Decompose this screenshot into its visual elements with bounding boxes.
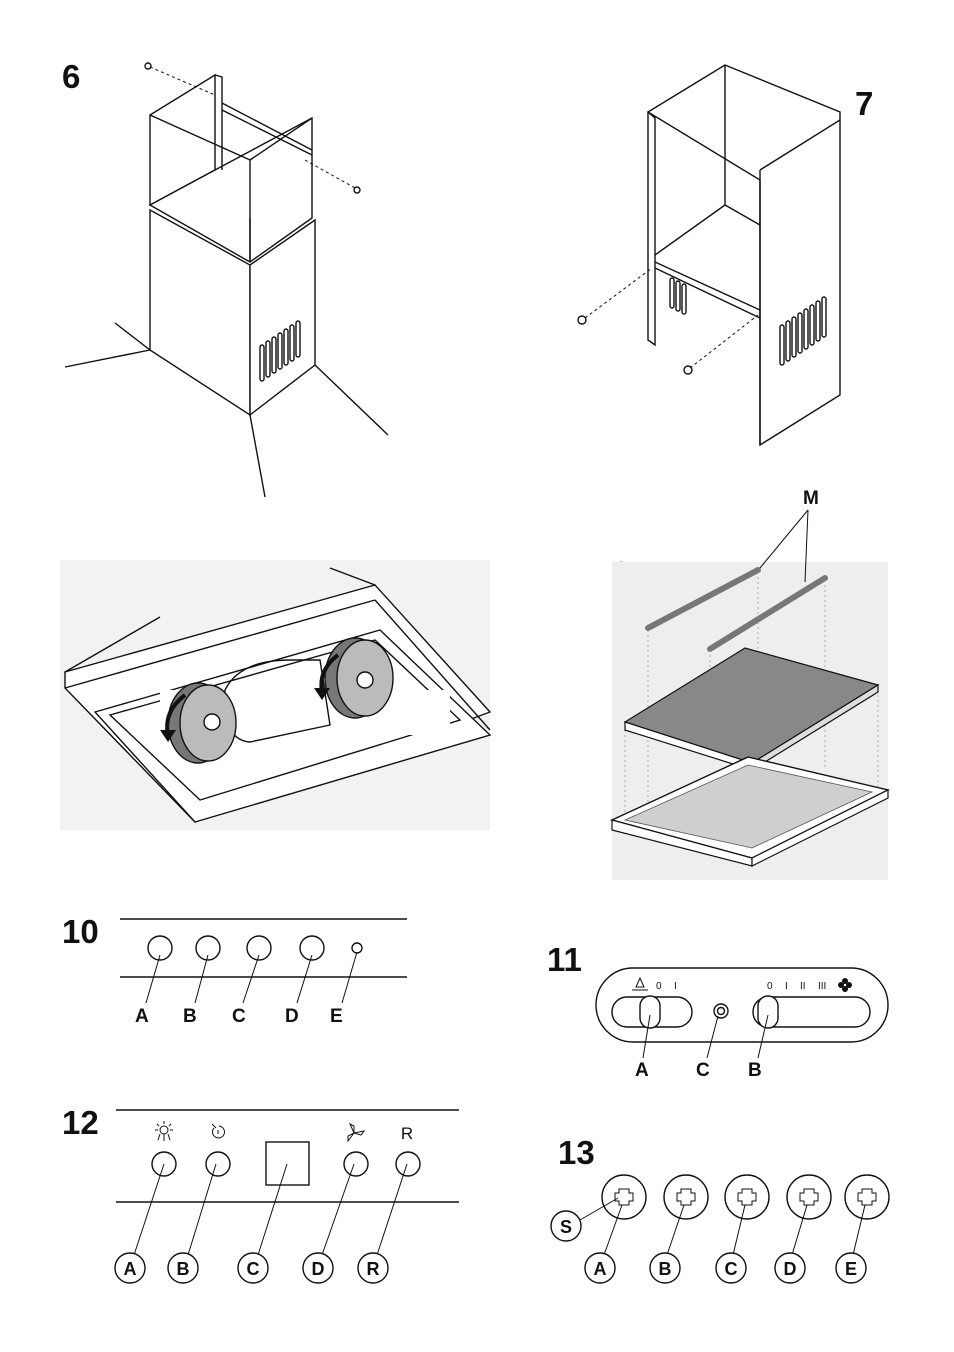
chimney-bracket	[577, 64, 841, 447]
screws	[144, 62, 361, 194]
label-D: D	[285, 1006, 299, 1027]
light-icon	[155, 1121, 173, 1141]
figure-7: 7	[577, 64, 873, 447]
fan-button-D[interactable]	[343, 1151, 369, 1177]
button-A[interactable]	[147, 935, 173, 961]
lamp-icon	[632, 976, 648, 991]
figure-9: 9 M	[609, 488, 891, 880]
light-scale-I: I	[674, 981, 677, 992]
label-C: C	[247, 1259, 260, 1279]
fan-icon	[347, 1122, 366, 1143]
clip-M-left	[645, 567, 761, 631]
light-scale-0: 0	[656, 981, 662, 992]
figure-10: 10 A B C D E	[62, 913, 407, 1027]
light-button-A[interactable]	[151, 1151, 177, 1177]
speed-scale-II: II	[800, 981, 806, 992]
control-panel	[595, 967, 889, 1043]
figure-13: 13 S A B	[550, 1134, 890, 1284]
speed-scale-I: I	[785, 981, 788, 992]
light-slider-A[interactable]	[639, 995, 661, 1029]
figure-6: 6	[62, 58, 389, 498]
lower-chimney	[64, 208, 389, 498]
indicator-light-E	[351, 942, 363, 954]
label-C: C	[725, 1259, 738, 1279]
figure-8: 8	[60, 560, 492, 830]
label-C: C	[696, 1060, 710, 1081]
figure-11: 11 0 I 0 I II III A C B	[547, 941, 889, 1081]
reset-symbol: R	[401, 1124, 413, 1143]
label-B: B	[659, 1259, 672, 1279]
clip-M-right	[707, 575, 828, 652]
label-A: A	[594, 1259, 607, 1279]
vent-slots	[669, 277, 827, 366]
fan-icon	[838, 978, 852, 992]
label-B: B	[748, 1060, 762, 1081]
timer-button-B[interactable]	[205, 1151, 231, 1177]
figure-11-number: 11	[547, 941, 582, 978]
button-E[interactable]	[844, 1174, 890, 1220]
label-D: D	[784, 1259, 797, 1279]
label-C: C	[232, 1006, 246, 1027]
label-E: E	[330, 1006, 343, 1027]
figure-13-number: 13	[558, 1134, 595, 1171]
button-A[interactable]	[601, 1174, 647, 1220]
indicator-light-C	[713, 1003, 729, 1019]
upper-chimney	[148, 73, 313, 263]
label-E: E	[845, 1259, 857, 1279]
figure-12-number: 12	[62, 1104, 99, 1141]
button-B[interactable]	[195, 935, 221, 961]
label-A: A	[635, 1060, 649, 1081]
timer-icon	[211, 1123, 225, 1139]
display-C	[265, 1141, 310, 1186]
hood-underside	[60, 560, 492, 830]
label-M: M	[803, 488, 819, 509]
button-C[interactable]	[246, 935, 272, 961]
button-D[interactable]	[299, 935, 325, 961]
reset-button-R[interactable]	[395, 1151, 421, 1177]
carbon-filter-left	[167, 682, 237, 764]
figure-12: 12 R	[62, 1104, 459, 1284]
button-B[interactable]	[663, 1174, 709, 1220]
label-A: A	[124, 1259, 137, 1279]
speed-scale-0: 0	[767, 981, 773, 992]
label-B: B	[177, 1259, 190, 1279]
speed-scale-III: III	[818, 981, 826, 992]
speed-slider-track	[752, 996, 871, 1028]
speed-slider-B[interactable]	[757, 995, 779, 1029]
label-B: B	[183, 1006, 197, 1027]
figure-10-number: 10	[62, 913, 99, 950]
button-C[interactable]	[724, 1174, 770, 1220]
label-D: D	[312, 1259, 325, 1279]
label-R: R	[367, 1259, 380, 1279]
label-S: S	[560, 1217, 572, 1237]
figure-7-number: 7	[855, 85, 873, 122]
vent-slots	[259, 320, 301, 382]
figure-6-number: 6	[62, 58, 80, 95]
grease-filter	[609, 756, 891, 867]
label-A: A	[135, 1006, 149, 1027]
carbon-filter-right	[324, 637, 394, 719]
button-D[interactable]	[786, 1174, 832, 1220]
